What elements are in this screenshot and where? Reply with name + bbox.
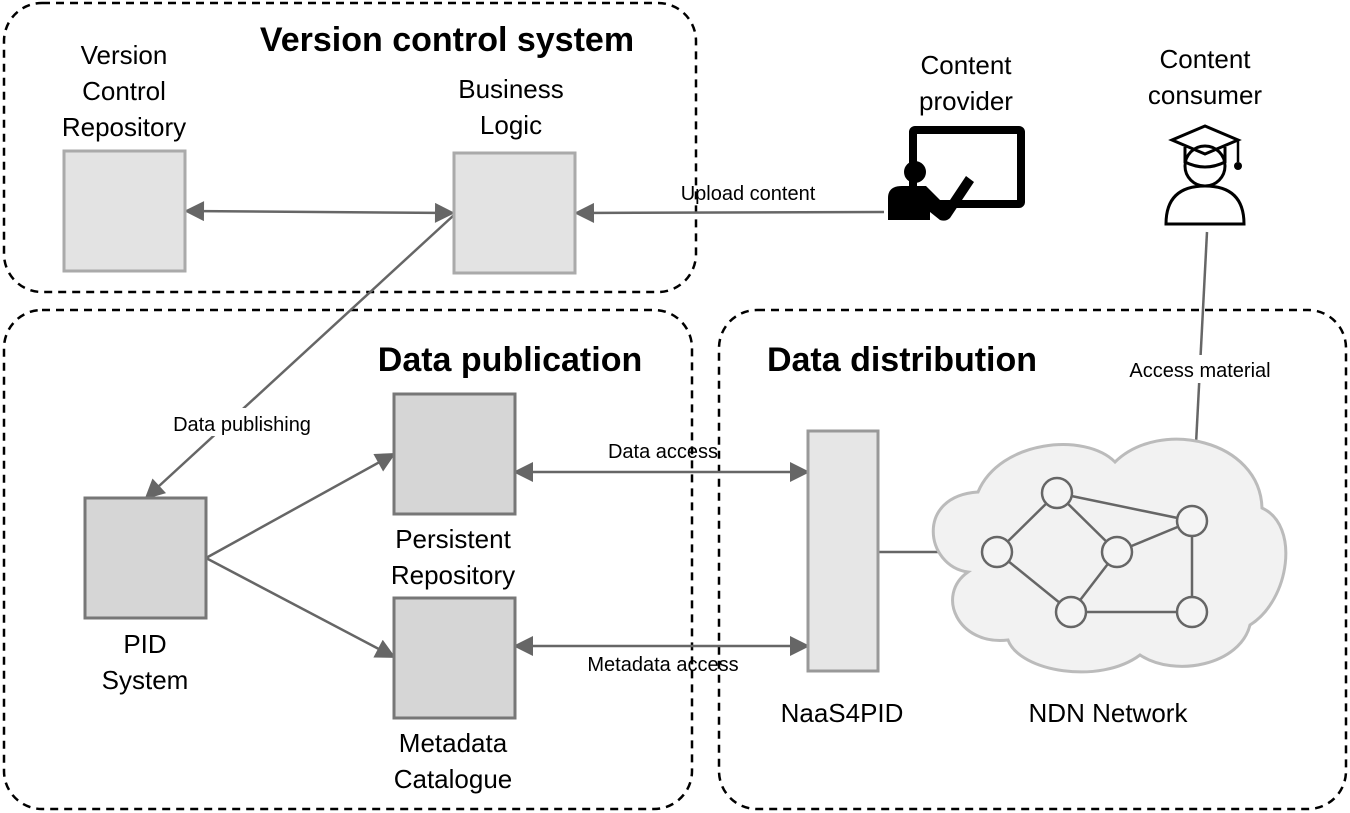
node-pid-system[interactable]: PID System: [83, 496, 208, 695]
ndn-router-node: [1054, 595, 1088, 629]
region-title-vcs: Version control system: [260, 21, 634, 59]
business-logic-label-line-1: Business: [458, 74, 564, 104]
edge-label-data-publishing: Data publishing: [173, 414, 311, 436]
node-persistent-repository[interactable]: Persistent Repository: [391, 392, 517, 590]
consumer-label-line-1: Content: [1159, 44, 1251, 74]
ndn-router-node: [1100, 535, 1134, 569]
ndn-router-node: [1175, 504, 1209, 538]
edge-label-access-material: Access material: [1129, 360, 1270, 382]
node-metadata-catalogue[interactable]: Metadata Catalogue: [392, 596, 517, 794]
node-content-consumer[interactable]: Content consumer: [1148, 44, 1262, 226]
node-content-provider[interactable]: Content provider: [888, 50, 1025, 221]
metadata-label-line-1: Metadata: [399, 728, 508, 758]
node-business-logic[interactable]: Business Logic: [452, 74, 577, 275]
edge-label-upload-content: Upload content: [681, 183, 816, 205]
cloud-network-icon: [931, 437, 1288, 674]
ndn-network-label: NDN Network: [1029, 698, 1189, 728]
node-naas4pid[interactable]: NaaS4PID: [781, 429, 904, 728]
edge-metadata-access: Metadata access: [513, 636, 810, 676]
region-data-distribution: Data distribution: [717, 308, 1348, 811]
ndn-router-node: [1040, 476, 1074, 510]
edge-vcr-business-logic: [184, 201, 455, 223]
naas4pid-label: NaaS4PID: [781, 698, 904, 728]
region-title-distribution: Data distribution: [767, 341, 1037, 379]
edge-label-data-access: Data access: [608, 441, 718, 463]
edge-access-material: Access material: [1112, 231, 1288, 522]
vcr-label-line-3: Repository: [62, 112, 186, 142]
node-ndn-network[interactable]: NDN Network: [931, 437, 1288, 728]
edge-pid-to-metadata: [205, 556, 396, 659]
region-version-control-system: Version control system: [2, 1, 698, 294]
persistent-label-line-2: Repository: [391, 560, 515, 590]
provider-label-line-2: provider: [919, 86, 1013, 116]
ndn-router-node: [1175, 595, 1209, 629]
consumer-label-line-2: consumer: [1148, 80, 1262, 110]
node-version-control-repository[interactable]: Version Control Repository: [62, 40, 187, 273]
provider-label-line-1: Content: [920, 50, 1012, 80]
region-title-publication: Data publication: [378, 341, 642, 379]
region-data-publication: Data publication: [2, 308, 694, 811]
pid-label-line-1: PID: [123, 629, 166, 659]
ndn-router-node: [980, 535, 1014, 569]
teacher-board-icon: [888, 126, 1025, 221]
metadata-label-line-2: Catalogue: [394, 764, 513, 794]
vcr-label-line-1: Version: [81, 40, 168, 70]
vcr-label-line-2: Control: [82, 76, 166, 106]
edge-data-publishing: Data publishing: [144, 214, 455, 500]
edge-label-metadata-access: Metadata access: [587, 654, 738, 676]
pid-label-line-2: System: [102, 665, 189, 695]
edge-upload-content: Upload content: [574, 183, 885, 223]
graduate-user-icon: [1164, 124, 1246, 226]
persistent-label-line-1: Persistent: [395, 524, 511, 554]
edge-data-access: Data access: [513, 441, 810, 482]
edge-pid-to-persistent: [205, 452, 396, 560]
business-logic-label-line-2: Logic: [480, 110, 542, 140]
